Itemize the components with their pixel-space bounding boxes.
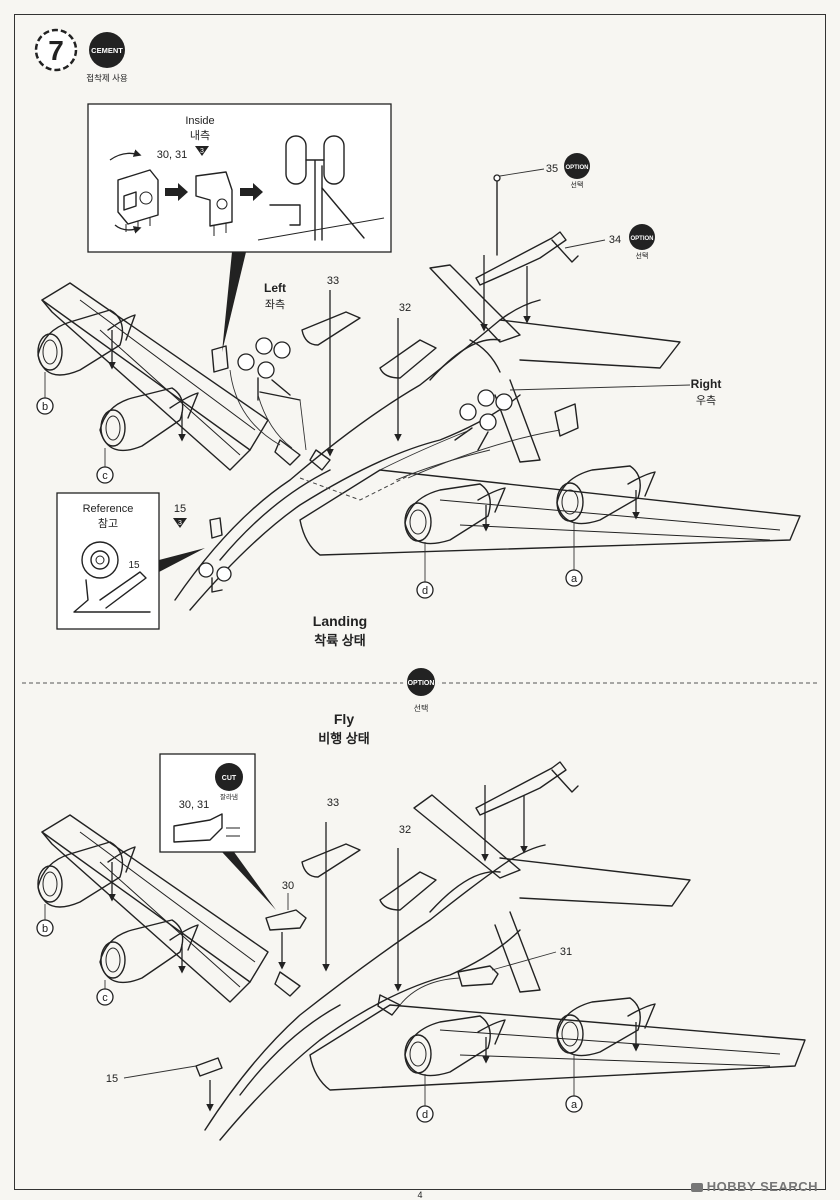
svg-text:선택: 선택	[571, 180, 584, 189]
cement-note: 접착제 사용	[86, 73, 128, 83]
fly-part-30	[265, 909, 307, 931]
cut-pointer	[222, 852, 276, 910]
svg-text:b: b	[42, 923, 48, 935]
fly-part-31	[457, 965, 499, 987]
landing-engine-b	[37, 309, 136, 376]
svg-text:a: a	[571, 573, 578, 585]
reference-label-ko: 참고	[98, 517, 118, 530]
landing-engine-d	[404, 483, 506, 545]
fly-title-ko: 비행 상태	[318, 731, 369, 746]
landing-left-ko: 좌측	[265, 298, 285, 311]
landing-part-35-label: 35	[546, 163, 558, 175]
option-badge-34: OPTION 선택	[629, 224, 655, 260]
svg-text:잘라냄: 잘라냄	[220, 792, 238, 801]
reference-label-en: Reference	[83, 503, 134, 515]
landing-engine-b-marker: b	[36, 372, 54, 415]
fly-engine-b	[37, 841, 136, 908]
fly-part-32-label: 32	[399, 824, 411, 836]
fly-aircraft	[41, 794, 806, 1141]
fly-engine-d	[404, 1015, 506, 1077]
cement-label: CEMENT	[91, 46, 123, 55]
landing-part-33-label: 33	[327, 275, 339, 287]
fly-part-15	[195, 1057, 223, 1077]
svg-text:OPTION: OPTION	[565, 165, 588, 171]
fly-part-32	[379, 871, 437, 911]
landing-part-33	[301, 311, 361, 346]
step-number-badge: 7	[34, 28, 78, 72]
inset-inside: Inside 내측 30, 31 3	[87, 103, 392, 253]
landing-gear-right	[454, 389, 579, 451]
page-frame	[14, 14, 826, 1190]
landing-title-en: Landing	[313, 613, 367, 629]
fly-antenna	[475, 761, 567, 816]
reference-pointer	[159, 548, 205, 572]
fly-part-30-label: 30	[282, 880, 294, 892]
landing-engine-a-marker: a	[565, 522, 583, 587]
svg-text:c: c	[102, 992, 108, 1004]
cement-badge: CEMENT 접착제 사용	[86, 32, 128, 83]
landing-part-34	[475, 231, 567, 286]
fly-engine-c	[99, 919, 199, 984]
landing-nose-gear	[198, 562, 232, 593]
landing-part-32-label: 32	[399, 302, 411, 314]
fly-part-33	[301, 843, 361, 878]
divider-option-badge: OPTION 선택	[403, 664, 439, 713]
fly-engine-b-marker: b	[36, 904, 54, 937]
option-badge-35: OPTION 선택	[564, 153, 590, 189]
landing-engine-c	[99, 387, 199, 452]
svg-text:OPTION: OPTION	[408, 680, 435, 687]
inset-cut: CUT 잘라냄 30, 31	[159, 753, 256, 853]
fly-engine-a	[556, 997, 656, 1057]
svg-text:c: c	[102, 470, 108, 482]
camera-icon	[690, 1183, 703, 1192]
landing-engine-c-marker: c	[96, 448, 114, 484]
svg-text:선택: 선택	[414, 703, 429, 713]
svg-text:b: b	[42, 401, 48, 413]
landing-part-34-label: 34	[609, 234, 621, 246]
fly-engine-a-marker: a	[565, 1054, 583, 1113]
inside-parts: 30, 31	[157, 149, 188, 161]
svg-text:a: a	[571, 1099, 578, 1111]
landing-part-15-label: 15	[174, 503, 186, 515]
step-number: 7	[48, 35, 64, 66]
cut-parts: 30, 31	[179, 799, 210, 811]
svg-text:OPTION: OPTION	[630, 236, 653, 242]
fly-part-31-label: 31	[560, 946, 572, 958]
landing-engine-d-marker: d	[416, 542, 434, 599]
svg-text:선택: 선택	[636, 251, 649, 260]
reference-part: 15	[128, 560, 140, 571]
landing-part-32	[379, 339, 437, 379]
inset-reference: Reference 참고 15	[56, 492, 160, 630]
landing-title-ko: 착륙 상태	[314, 633, 365, 648]
svg-text:CUT: CUT	[222, 775, 237, 782]
svg-text:d: d	[422, 1109, 428, 1121]
inside-label-en: Inside	[185, 115, 214, 127]
svg-text:3: 3	[178, 520, 182, 527]
fly-engine-d-marker: d	[416, 1074, 434, 1123]
landing-engine-a	[556, 465, 656, 525]
fly-engine-c-marker: c	[96, 980, 114, 1006]
fly-title-en: Fly	[334, 711, 354, 727]
fly-part-15-label: 15	[106, 1073, 118, 1085]
landing-left-en: Left	[264, 281, 286, 295]
fly-part-33-label: 33	[327, 797, 339, 809]
svg-text:3: 3	[200, 148, 204, 155]
inside-label-ko: 내측	[190, 129, 210, 142]
inset-inside-pointer	[222, 252, 246, 352]
landing-right-ko: 우측	[696, 394, 716, 407]
landing-aircraft	[41, 264, 801, 611]
page-number: 4	[417, 1190, 422, 1200]
svg-text:d: d	[422, 585, 428, 597]
watermark: HOBBY SEARCH	[690, 1179, 818, 1194]
landing-right-en: Right	[691, 377, 722, 391]
